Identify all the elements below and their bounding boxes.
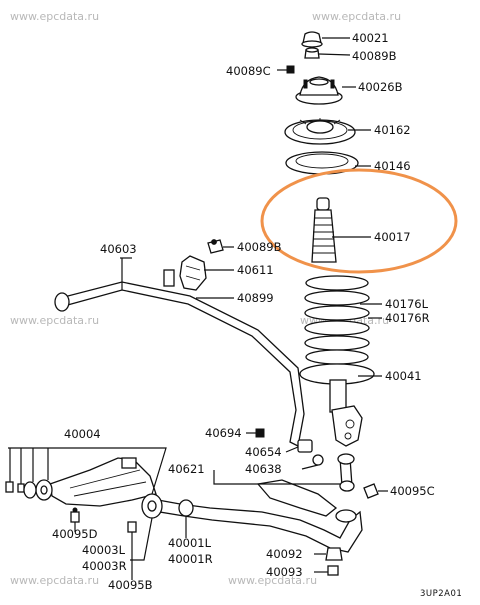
label-40003r[interactable]: 40003R [82, 559, 127, 573]
bolt-40092[interactable] [325, 547, 343, 561]
nut-40093[interactable] [327, 565, 339, 576]
label-40004[interactable]: 40004 [64, 427, 101, 441]
watermark: www.epcdata.ru [10, 574, 99, 587]
upper-mount-40026b[interactable] [295, 76, 343, 105]
label-40095b[interactable]: 40095B [108, 578, 153, 592]
lower-arm-40001[interactable] [157, 479, 363, 553]
label-40654[interactable]: 40654 [245, 445, 282, 459]
label-40694[interactable]: 40694 [205, 426, 242, 440]
spring-seat-40162[interactable] [284, 118, 356, 145]
diagram-code: 3UP2A01 [420, 589, 462, 599]
label-40638[interactable]: 40638 [245, 462, 282, 476]
dust-cap-40021[interactable] [301, 31, 323, 48]
bolt-40095d[interactable] [70, 507, 80, 523]
label-40095d[interactable]: 40095D [52, 527, 98, 541]
label-40089b-top[interactable]: 40089B [352, 49, 397, 63]
label-40003l[interactable]: 40003L [82, 543, 126, 557]
label-40026b[interactable]: 40026B [358, 80, 403, 94]
label-40621[interactable]: 40621 [168, 462, 205, 476]
label-40041[interactable]: 40041 [385, 369, 422, 383]
label-40095c[interactable]: 40095C [390, 484, 435, 498]
label-40089b-mid[interactable]: 40089B [237, 240, 282, 254]
bump-stop-40017[interactable] [311, 197, 337, 263]
highlight-ellipse [260, 168, 458, 274]
label-40176l[interactable]: 40176L [385, 297, 429, 311]
nut-40089b-top[interactable] [304, 47, 320, 59]
nut-40089c[interactable] [286, 65, 295, 74]
label-40176r[interactable]: 40176R [385, 311, 430, 325]
bracket-40611[interactable] [163, 255, 207, 291]
label-40162[interactable]: 40162 [374, 123, 411, 137]
label-40899[interactable]: 40899 [237, 291, 274, 305]
nut-40089b-mid[interactable] [207, 239, 224, 254]
nut-40638[interactable] [312, 454, 324, 466]
label-40092[interactable]: 40092 [266, 547, 303, 561]
label-40001r[interactable]: 40001R [168, 552, 213, 566]
label-40017[interactable]: 40017 [374, 230, 411, 244]
bushing-40654[interactable] [297, 439, 313, 453]
strut-assembly-40041[interactable] [299, 363, 375, 447]
part-labels: 40021 40089B 40089C 40026B 40162 40146 4… [52, 31, 435, 592]
watermark: www.epcdata.ru [228, 574, 317, 587]
stabilizer-link-40621[interactable] [337, 453, 355, 492]
coil-spring-40176[interactable] [304, 275, 370, 365]
leader-lines [8, 37, 388, 580]
label-40001l[interactable]: 40001L [168, 536, 212, 550]
watermark: www.epcdata.ru [312, 10, 401, 23]
bolt-40694[interactable] [255, 428, 265, 438]
label-40093[interactable]: 40093 [266, 565, 303, 579]
washers-40004[interactable] [5, 481, 37, 499]
bolt-40095c[interactable] [363, 483, 379, 499]
stabilizer-bar-40603[interactable] [54, 281, 305, 447]
label-40603[interactable]: 40603 [100, 242, 137, 256]
watermark: www.epcdata.ru [10, 314, 99, 327]
label-40089c[interactable]: 40089C [226, 64, 271, 78]
arm-bracket-40004[interactable] [49, 457, 157, 507]
bolt-40095b[interactable] [127, 521, 137, 533]
watermark: www.epcdata.ru [10, 10, 99, 23]
label-40611[interactable]: 40611 [237, 263, 274, 277]
label-40021[interactable]: 40021 [352, 31, 389, 45]
label-40146[interactable]: 40146 [374, 159, 411, 173]
